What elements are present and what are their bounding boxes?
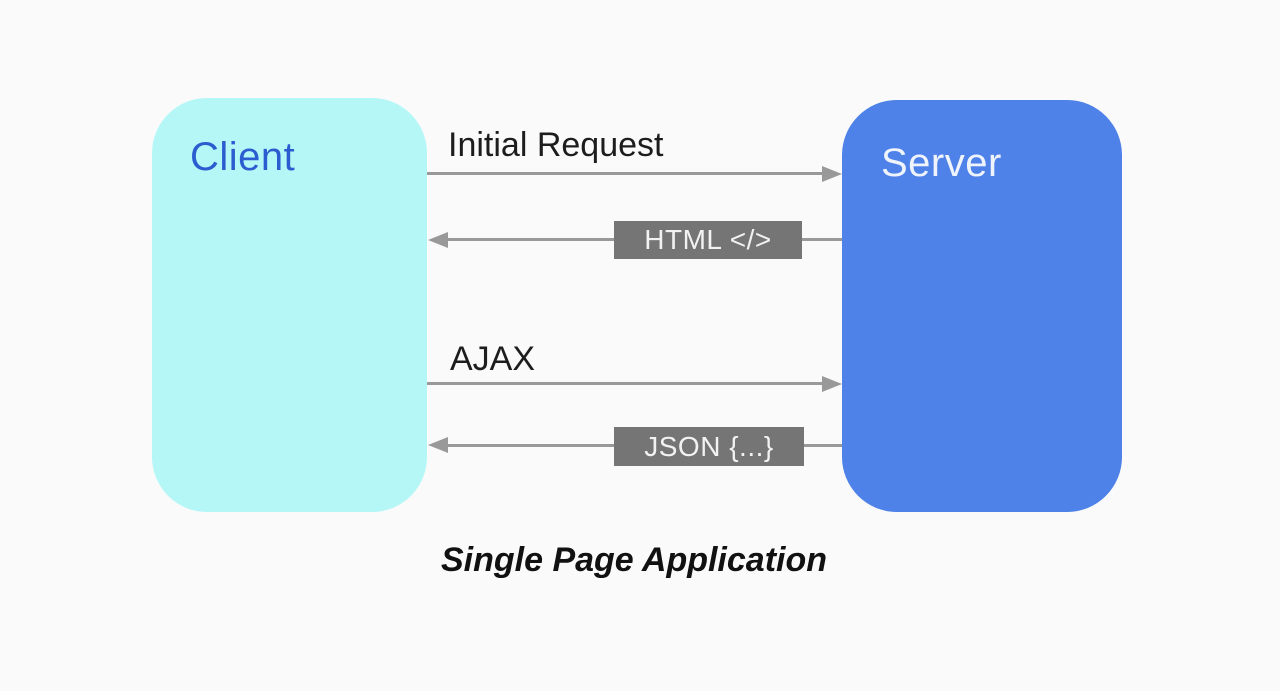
arrow-right-icon <box>822 166 842 182</box>
ajax-request-label: AJAX <box>450 340 536 378</box>
client-label: Client <box>190 135 296 179</box>
initial-request-arrow-line <box>427 172 824 175</box>
server-label: Server <box>881 141 1002 185</box>
ajax-request-arrow-line <box>427 382 824 385</box>
json-response-tag: JSON {...} <box>614 427 804 466</box>
json-response-label: JSON {...} <box>644 430 774 462</box>
arrow-right-icon <box>822 376 842 392</box>
arrow-left-icon <box>428 232 448 248</box>
html-response-tag: HTML </> <box>614 221 802 259</box>
initial-request-label: Initial Request <box>448 126 664 164</box>
diagram-title: Single Page Application <box>440 541 828 579</box>
html-response-label: HTML </> <box>644 224 772 255</box>
server-box: Server <box>842 100 1122 512</box>
client-box: Client <box>152 98 427 512</box>
arrow-left-icon <box>428 437 448 453</box>
